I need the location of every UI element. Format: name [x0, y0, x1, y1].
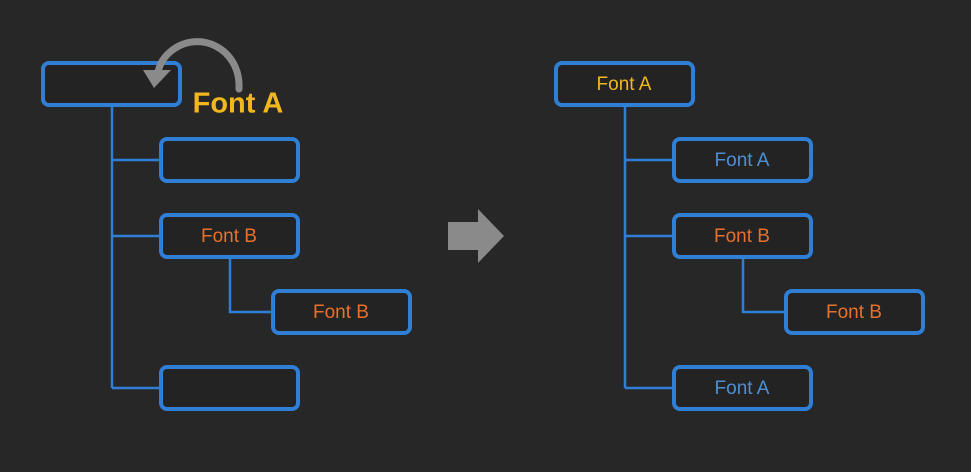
after-node-child-3-label: Font A	[715, 378, 770, 399]
after-node-child-1-label: Font A	[715, 150, 770, 171]
after-tree: Font A Font A Font B Font B Font A	[554, 61, 925, 411]
after-node-child-2-label: Font B	[714, 226, 770, 247]
after-node-child-2: Font B	[672, 213, 813, 259]
before-node-child-2-label: Font B	[201, 226, 257, 247]
before-connectors	[110, 105, 274, 390]
applied-font-label: Font A	[193, 88, 284, 120]
after-connectors	[623, 105, 787, 390]
after-node-child-1: Font A	[672, 137, 813, 183]
before-node-grandchild: Font B	[271, 289, 412, 335]
right-arrow-icon	[448, 209, 504, 263]
before-node-child-1	[159, 137, 300, 183]
before-sub-branch	[228, 257, 274, 314]
before-tree: Font B Font B Font A	[41, 38, 412, 411]
after-sub-branch	[741, 257, 787, 314]
before-node-child-3	[159, 365, 300, 411]
after-node-root: Font A	[554, 61, 695, 107]
before-node-child-2: Font B	[159, 213, 300, 259]
after-node-child-3: Font A	[672, 365, 813, 411]
after-node-grandchild: Font B	[784, 289, 925, 335]
before-node-grandchild-label: Font B	[313, 302, 369, 323]
after-node-root-label: Font A	[597, 74, 652, 95]
curved-arrow-icon	[143, 38, 243, 93]
after-node-grandchild-label: Font B	[826, 302, 882, 323]
